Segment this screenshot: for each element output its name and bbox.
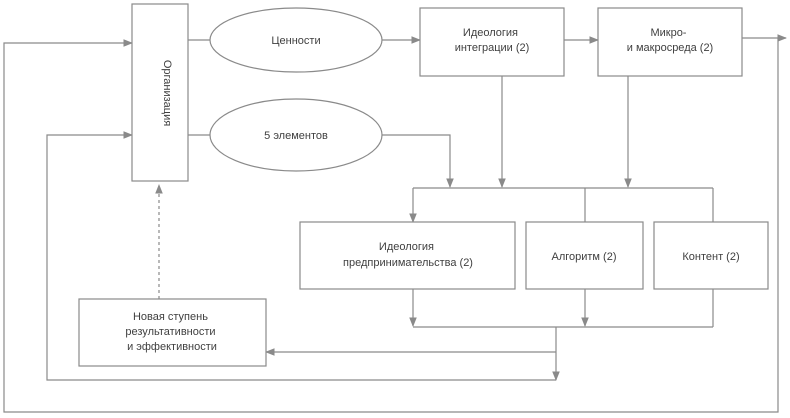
five-elements-to-bus-arrow <box>382 134 454 188</box>
five-elements-node: 5 элементов <box>209 98 383 172</box>
svg-text:Идеология интеграции (2): Идеология интеграции (2) <box>455 27 530 54</box>
micro-macro-line-2: и макросреда (2) <box>627 42 713 54</box>
integration-ideology-node: Идеология интеграции (2) <box>419 7 565 77</box>
new-stage-line-3: и эффективности <box>127 341 217 353</box>
content-label: Контент (2) <box>682 251 739 263</box>
entrepreneurship-ideology-line-2: предпринимательства (2) <box>343 257 473 269</box>
integration-ideology-line-2: интеграции (2) <box>455 42 530 54</box>
integration-ideology-line-1: Идеология <box>463 27 518 39</box>
svg-text:Новая ступень результати: Новая ступень результативности и эффекти… <box>125 311 218 353</box>
five-elements-label: 5 элементов <box>264 130 328 142</box>
inner-loop-line <box>46 131 556 381</box>
algorithm-label: Алгоритм (2) <box>551 251 616 263</box>
organization-node: Организация <box>131 3 189 182</box>
new-stage-node: Новая ступень результативности и эффекти… <box>78 298 267 367</box>
new-stage-line-1: Новая ступень <box>133 311 208 323</box>
outer-loop-line <box>3 38 779 413</box>
values-label: Ценности <box>271 35 320 47</box>
connectors <box>3 34 787 413</box>
svg-text:Микро- и макросреда (2): Микро- и макросреда (2) <box>627 27 713 54</box>
content-node: Контент (2) <box>653 221 769 290</box>
new-stage-line-2: результативности <box>125 326 215 338</box>
entrepreneurship-ideology-line-1: Идеология <box>379 241 434 253</box>
micro-macro-line-1: Микро- <box>650 27 686 39</box>
organization-label: Организация <box>161 60 173 126</box>
algorithm-node: Алгоритм (2) <box>525 221 644 290</box>
micro-macro-node: Микро- и макросреда (2) <box>597 7 743 77</box>
values-node: Ценности <box>209 7 383 73</box>
svg-text:Идеология предпринимател: Идеология предпринимательства (2) <box>343 241 473 269</box>
entrepreneurship-ideology-node: Идеология предпринимательства (2) <box>299 221 516 290</box>
